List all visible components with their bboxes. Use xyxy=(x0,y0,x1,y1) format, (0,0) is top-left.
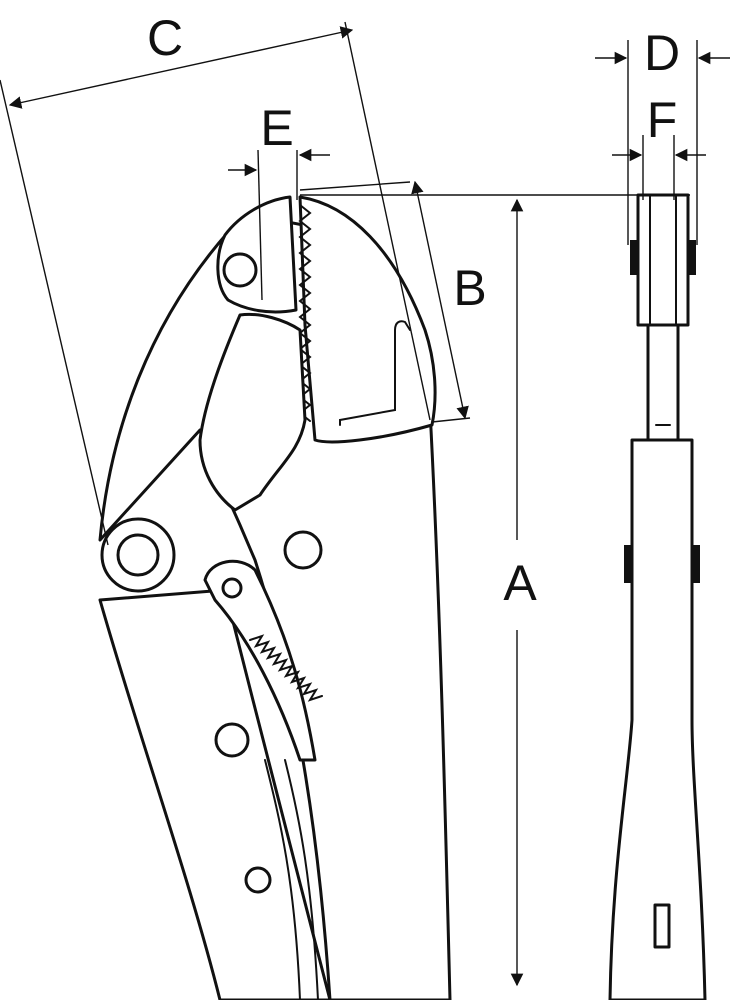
spring xyxy=(249,634,323,702)
main-pivot xyxy=(116,533,160,577)
pliers-front-view xyxy=(608,193,707,1000)
dim-b-extension-bottom xyxy=(431,417,471,423)
front-handle-rivet-right xyxy=(693,545,700,583)
label-c: C xyxy=(147,10,183,66)
front-handle xyxy=(608,438,707,1000)
dimension-labels: A B C D E F xyxy=(147,10,680,611)
label-d: D xyxy=(644,25,680,81)
front-jaw-rivet-right xyxy=(689,240,696,275)
dim-e-extension-left xyxy=(257,149,263,301)
front-handle-slot xyxy=(653,903,671,949)
handle-window xyxy=(198,312,307,512)
dim-b-arrow xyxy=(411,180,469,420)
front-jaw-head xyxy=(636,193,690,327)
link-pivot xyxy=(221,577,243,599)
front-handle-rivet-left xyxy=(624,545,631,583)
dim-c-extension-right xyxy=(344,21,431,421)
label-f: F xyxy=(647,92,678,148)
dim-c-extension-left xyxy=(0,79,109,546)
front-jaw-rivet-left xyxy=(630,240,637,275)
dim-b-extension-top xyxy=(299,181,411,191)
pliers-side-view xyxy=(98,195,452,1000)
release-lever-edge xyxy=(284,759,319,1000)
label-e: E xyxy=(260,100,293,156)
jaw-pivot xyxy=(222,252,258,288)
dim-c-arrow xyxy=(8,26,354,109)
rivet-2 xyxy=(214,722,250,758)
front-jaw-neck xyxy=(646,323,680,442)
movable-jaw xyxy=(298,195,437,444)
rivet-1 xyxy=(283,530,323,570)
rivet-3 xyxy=(244,866,272,894)
release-lever xyxy=(264,759,301,1000)
jaw-recess xyxy=(339,320,411,426)
jaw-teeth xyxy=(298,204,312,422)
label-b: B xyxy=(453,260,486,316)
upper-jaw xyxy=(216,195,298,314)
dimension-lines xyxy=(0,21,730,987)
label-a: A xyxy=(503,555,537,611)
toggle-link xyxy=(203,559,317,762)
fixed-handle xyxy=(98,588,332,1000)
